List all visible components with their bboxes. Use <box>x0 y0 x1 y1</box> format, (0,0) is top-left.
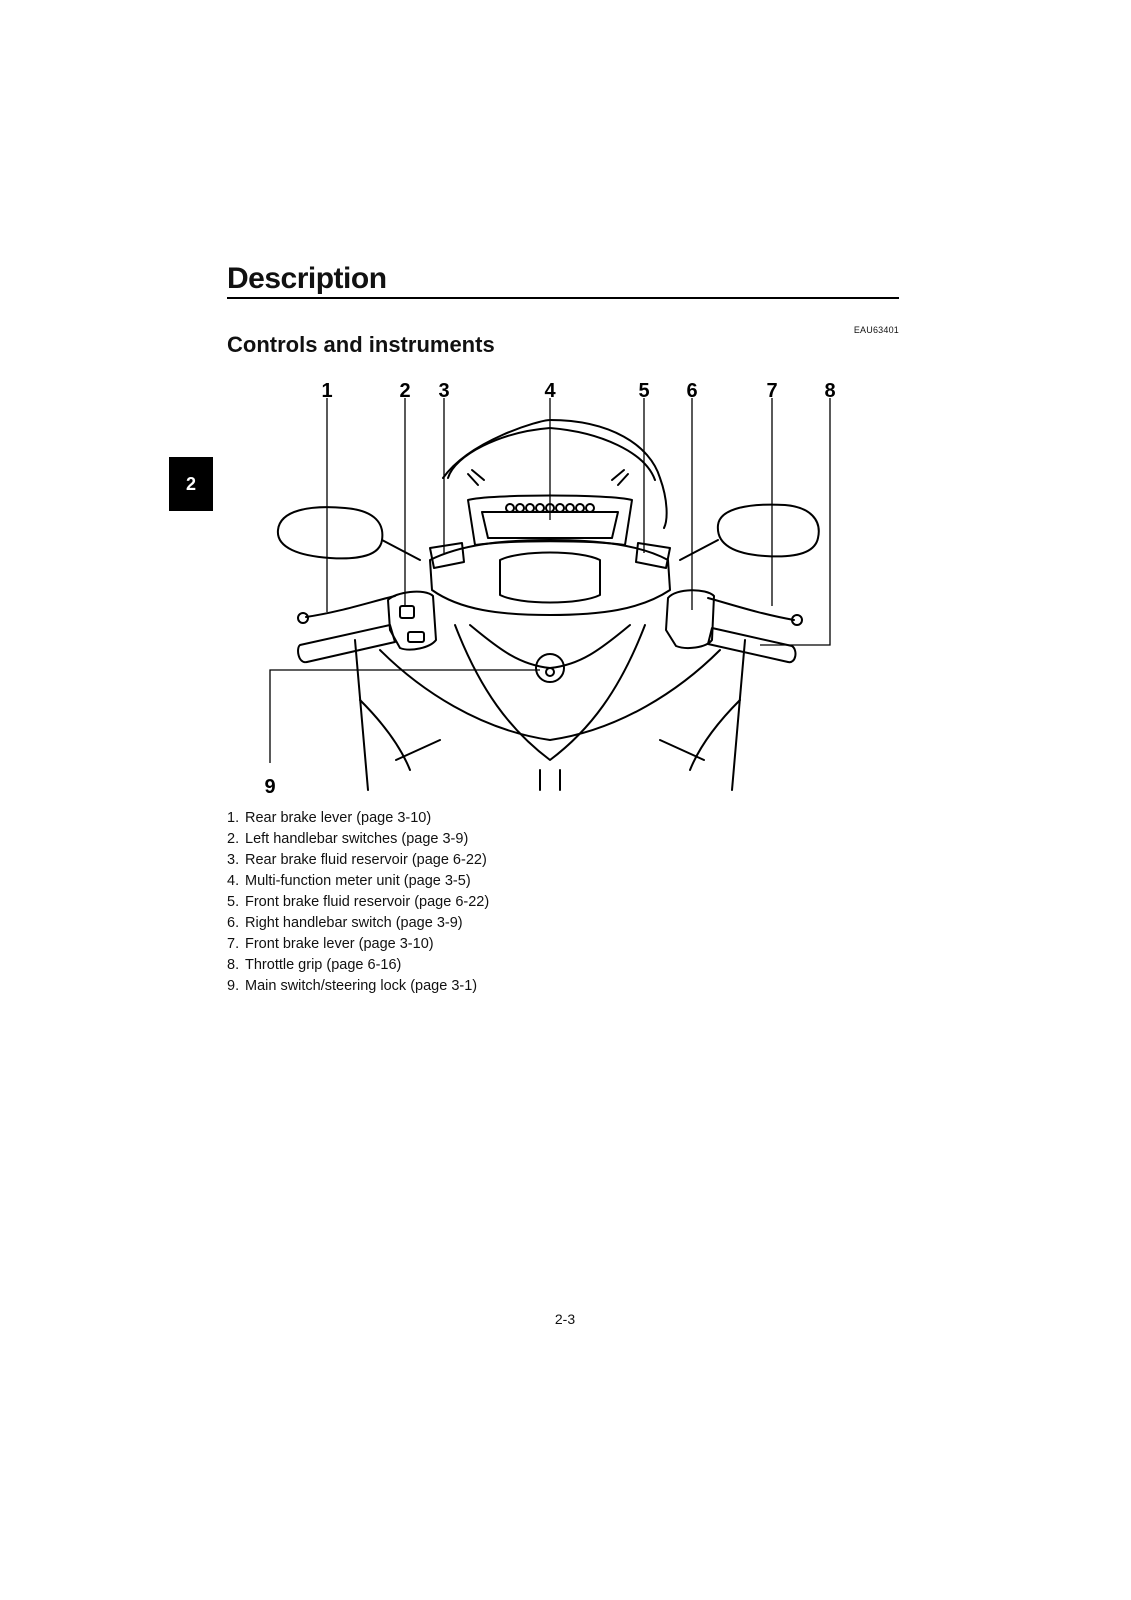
legend-item: 6. Right handlebar switch (page 3-9) <box>227 913 489 934</box>
callout-6: 6 <box>686 380 697 402</box>
callout-9: 9 <box>264 776 275 798</box>
callout-4: 4 <box>544 380 556 402</box>
right-mirror <box>716 503 820 558</box>
document-code: EAU63401 <box>853 325 899 335</box>
front-body <box>354 639 746 791</box>
right-brake-lever <box>707 597 795 621</box>
leader-8 <box>760 398 831 646</box>
chapter-number: 2 <box>185 473 196 494</box>
legend-text: Rear brake lever (page 3-10) <box>245 810 432 826</box>
front-reservoir <box>635 542 671 569</box>
legend-item: 7. Front brake lever (page 3-10) <box>227 934 489 955</box>
legend-item: 4. Multi-function meter unit (page 3-5) <box>227 871 489 892</box>
legend-number: 1. <box>227 810 240 826</box>
left-grip <box>297 624 396 664</box>
legend-number: 8. <box>227 957 240 973</box>
left-mirror <box>276 506 384 560</box>
legend-text: Rear brake fluid reservoir (page 6-22) <box>245 852 487 868</box>
callout-7: 7 <box>766 380 777 402</box>
main-switch <box>535 653 565 683</box>
page-title: Description <box>227 262 387 295</box>
legend-item: 2. Left handlebar switches (page 3-9) <box>227 829 489 850</box>
legend-text: Multi-function meter unit (page 3-5) <box>245 873 471 889</box>
section-title: Controls and instruments <box>227 332 495 357</box>
callout-5: 5 <box>638 380 649 402</box>
handlebar-cover <box>429 539 671 616</box>
windscreen <box>442 419 668 529</box>
legend-number: 9. <box>227 978 240 994</box>
legend-text: Right handlebar switch (page 3-9) <box>245 915 463 931</box>
meter-indicator-lights <box>505 503 595 513</box>
right-grip <box>707 627 797 664</box>
legend-text: Front brake lever (page 3-10) <box>245 936 434 952</box>
legend-item: 1. Rear brake lever (page 3-10) <box>227 808 489 829</box>
legend-item: 9. Main switch/steering lock (page 3-1) <box>227 976 489 997</box>
left-switch <box>387 590 437 651</box>
legend-text: Throttle grip (page 6-16) <box>245 957 402 973</box>
legend-text: Front brake fluid reservoir (page 6-22) <box>245 894 490 910</box>
scooter-handlebar-diagram: 1 2 3 4 5 6 7 8 9 <box>264 380 835 798</box>
title-rule <box>227 297 899 299</box>
chapter-tab: 2 <box>169 457 213 511</box>
callout-3: 3 <box>438 380 449 402</box>
legend-number: 4. <box>227 873 240 889</box>
legend-number: 7. <box>227 936 240 952</box>
legend-list: 1. Rear brake lever (page 3-10) 2. Left ha… <box>227 808 489 997</box>
callout-2: 2 <box>399 380 410 402</box>
legend-number: 3. <box>227 852 240 868</box>
legend-text: Main switch/steering lock (page 3-1) <box>245 978 478 994</box>
legend-text: Left handlebar switches (page 3-9) <box>245 831 469 847</box>
legend-number: 5. <box>227 894 240 910</box>
legend-item: 8. Throttle grip (page 6-16) <box>227 955 489 976</box>
page-number: 2-3 <box>554 1311 576 1327</box>
legend-item: 5. Front brake fluid reservoir (page 6-22… <box>227 892 489 913</box>
leader-9 <box>269 669 540 763</box>
right-switch <box>665 589 715 649</box>
legend-number: 2. <box>227 831 240 847</box>
legend-item: 3. Rear brake fluid reservoir (page 6-22) <box>227 850 489 871</box>
rear-reservoir <box>429 542 465 569</box>
callout-8: 8 <box>824 380 835 402</box>
legend-number: 6. <box>227 915 240 931</box>
callout-1: 1 <box>321 380 332 402</box>
left-brake-lever <box>305 595 396 618</box>
